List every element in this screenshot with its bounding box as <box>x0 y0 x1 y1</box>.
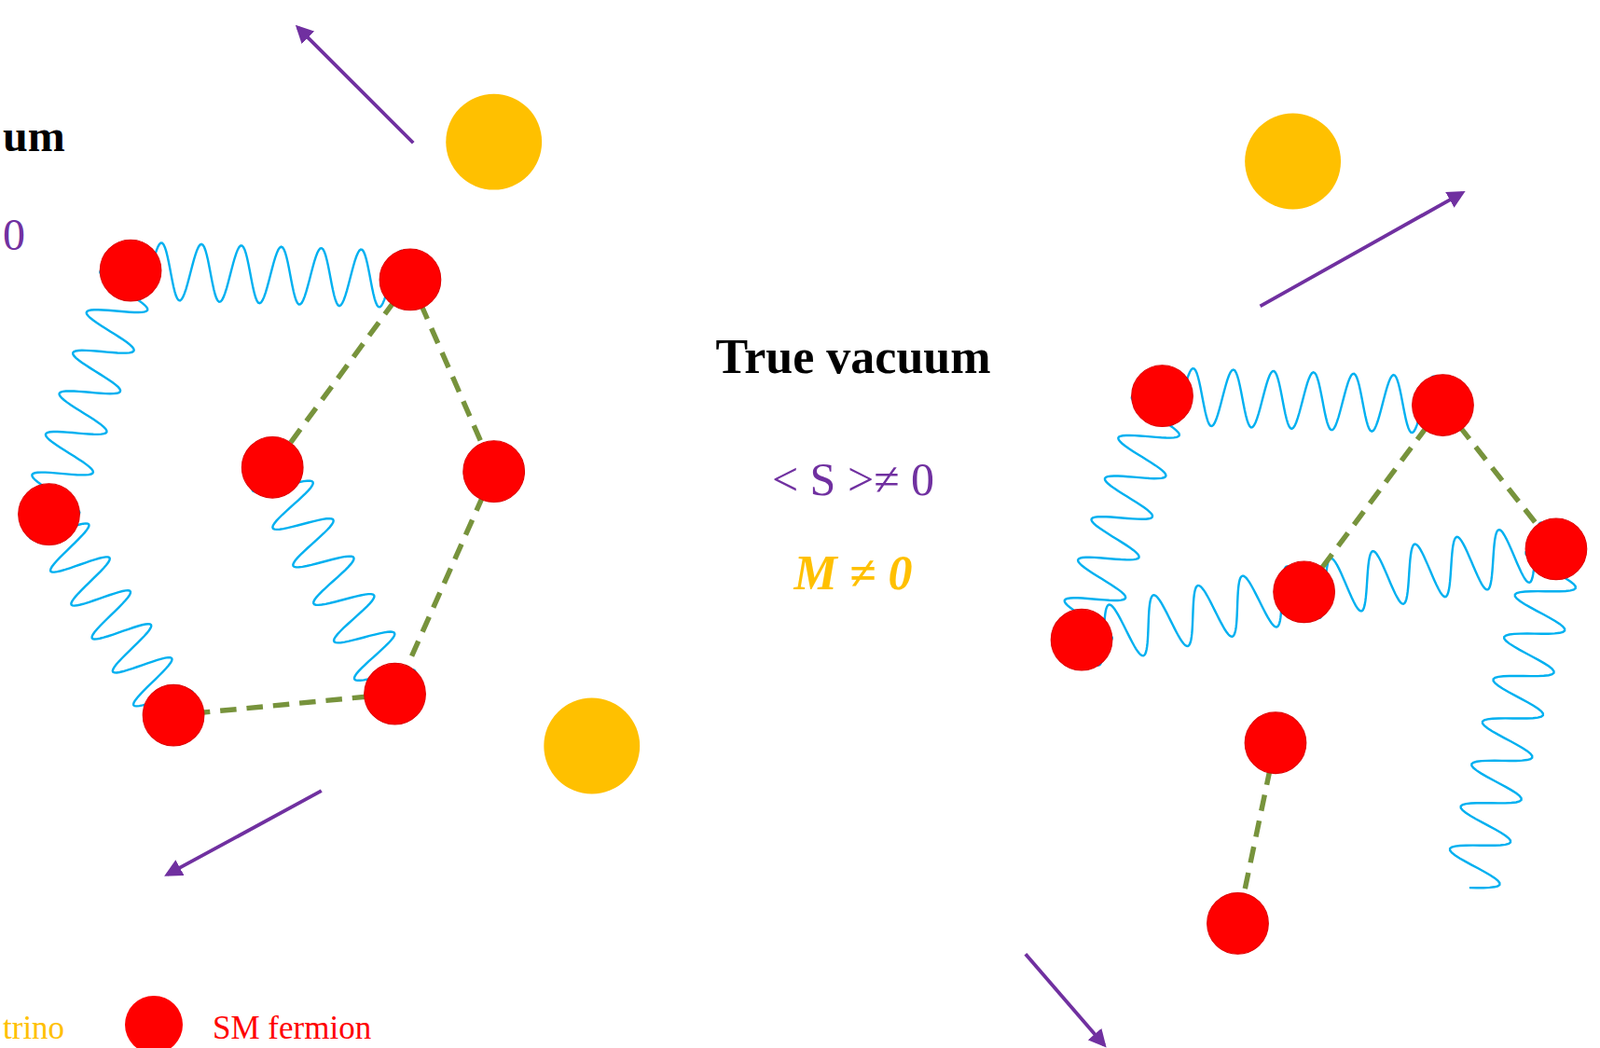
fermion-dot <box>241 436 304 498</box>
vev-formula: < S >≠ 0 <box>610 450 1096 509</box>
photon-line <box>1081 565 1305 665</box>
photon-line <box>252 467 416 694</box>
photon-line <box>1449 549 1576 888</box>
scalar-line <box>395 471 495 695</box>
expansion-arrow <box>1260 193 1463 306</box>
neutrino-dot <box>1244 113 1341 210</box>
fermion-dot <box>1244 712 1307 774</box>
region-title: True vacuum <box>610 328 1096 387</box>
fermion-dot <box>364 662 427 725</box>
formula-fragment: 0 <box>2 208 26 261</box>
vacuum-bubble: True vacuum < S >≠ 0 M ≠ 0 <box>237 19 1303 1012</box>
mass-formula: M ≠ 0 <box>610 544 1096 603</box>
fermion-dot <box>1131 365 1194 428</box>
expansion-arrow <box>166 790 321 875</box>
bubble-text: True vacuum < S >≠ 0 M ≠ 0 <box>610 328 1096 603</box>
bubble-outline <box>237 19 1303 1012</box>
fermion-dot <box>1525 518 1587 580</box>
photon-line <box>130 243 411 308</box>
fermion-dot <box>142 684 205 746</box>
fermion-dot <box>379 248 442 311</box>
fermion-dot <box>463 441 525 503</box>
photon-line <box>1162 368 1444 433</box>
fermion-dot <box>1050 608 1113 671</box>
scalar-line <box>272 279 411 468</box>
scalar-line <box>1304 405 1444 593</box>
scalar-line <box>173 693 395 716</box>
fermion-dot <box>18 483 81 546</box>
neutrino-dot <box>445 94 542 191</box>
fermion-dot <box>1273 561 1336 623</box>
expansion-arrow <box>1025 953 1104 1045</box>
expansion-arrow <box>298 27 414 144</box>
scalar-line <box>410 279 495 472</box>
photon-line <box>31 269 148 516</box>
region-title-fragment: um <box>2 110 66 162</box>
neutrino-dot <box>543 698 640 795</box>
fermion-dot <box>99 239 162 302</box>
fermion-dot <box>1412 374 1475 437</box>
legend-swatch <box>124 995 183 1048</box>
legend-fragment: trino <box>2 1009 65 1048</box>
fermion-dot <box>1207 893 1269 955</box>
legend-text: SM fermion <box>212 1009 372 1048</box>
